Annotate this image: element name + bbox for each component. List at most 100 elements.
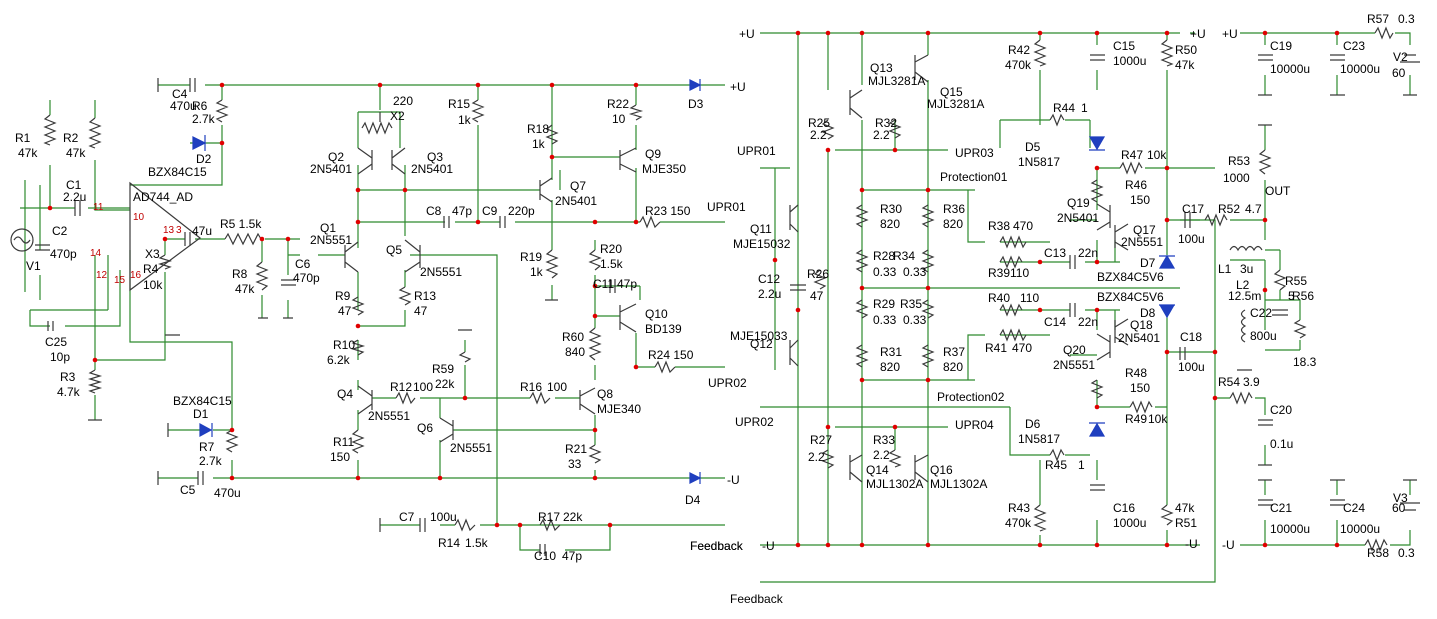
junction-dot: [1094, 165, 1100, 171]
label-r38v: 470: [1013, 219, 1033, 233]
junction-dot: [892, 147, 898, 153]
label-c16: C16: [1113, 501, 1135, 515]
label-c7v: 100u: [430, 510, 457, 524]
label-r49: R49: [1125, 412, 1147, 426]
label-q20: Q20: [1063, 343, 1086, 357]
label-r37: R37: [943, 345, 965, 359]
label-r39: R39: [988, 266, 1010, 280]
label-r31v: 820: [880, 360, 900, 374]
junction-dot: [607, 522, 613, 528]
label-r54: R54: [1218, 375, 1240, 389]
label-r38: R38: [988, 219, 1010, 233]
label-r45: R45: [1045, 458, 1067, 472]
label-q16: Q16: [930, 463, 953, 477]
junction-dots: [47, 30, 1340, 548]
label-r53: R53: [1228, 154, 1250, 168]
label-q12: Q12: [750, 337, 773, 351]
junction-dot: [1094, 404, 1100, 410]
label-r50: R50: [1175, 43, 1197, 57]
label-upr03: UPR03: [955, 146, 994, 160]
junction-dot: [1094, 542, 1100, 548]
label-fb1: Feedback: [690, 539, 744, 553]
junction-dot: [1037, 542, 1043, 548]
label-c15: C15: [1113, 39, 1135, 53]
label-q6: Q6: [417, 421, 433, 435]
label-r12: R12: [390, 380, 412, 394]
junction-dot: [355, 475, 361, 481]
label-r11: R11: [333, 435, 354, 449]
label-c13v: 22n: [1078, 246, 1098, 260]
junction-dot: [1262, 30, 1268, 36]
label-l2: L2: [1236, 278, 1250, 292]
label-c23v: 10000u: [1340, 62, 1380, 76]
label-r58v: 0.3: [1398, 546, 1415, 560]
label-r27v: 2.2: [808, 450, 825, 464]
junction-dot: [517, 522, 523, 528]
label-c4v: 470u: [170, 99, 197, 113]
junction-dot: [1164, 30, 1170, 36]
label-r51: R51: [1175, 516, 1197, 530]
label-mu3: -U: [1185, 537, 1198, 551]
label-r11v: 150: [330, 450, 350, 464]
diode-d3-icon: [689, 79, 702, 91]
junction-dot: [1262, 542, 1268, 548]
label-r7v: 2.7k: [199, 454, 223, 468]
label-r16: R16: [520, 380, 542, 394]
label-pu4: +U: [1222, 27, 1238, 41]
label-r37v: 820: [943, 360, 963, 374]
junction-dot: [633, 219, 639, 225]
label-r48v: 150: [1130, 381, 1150, 395]
junction-dot: [549, 82, 555, 88]
label-d2: D2: [196, 152, 212, 166]
label-r3v: 4.7k: [57, 385, 81, 399]
label-q15v: MJL3281A: [927, 97, 984, 111]
junction-dot: [859, 187, 865, 193]
junction-dot: [925, 377, 931, 383]
label-r8v: 47k: [235, 282, 255, 296]
label-r18: R18: [527, 122, 549, 136]
label-r42v: 470k: [1005, 58, 1032, 72]
label-r60v: 840: [565, 345, 585, 359]
junction-dot: [925, 542, 931, 548]
label-c12: C12: [758, 272, 780, 286]
junction-dot: [285, 236, 291, 242]
label-c25: C25: [45, 335, 67, 349]
label-q11: Q11: [750, 222, 772, 236]
label-r31: R31: [880, 345, 902, 359]
label-d6v: 1N5817: [1018, 432, 1060, 446]
label-r33: R33: [873, 433, 895, 447]
label-c22: C22: [1250, 306, 1272, 320]
label-r17: R17: [538, 510, 560, 524]
junction-dot: [1094, 307, 1100, 313]
label-c1v: 2.2u: [63, 190, 86, 204]
label-c22v: 800u: [1250, 329, 1277, 343]
junction-dot: [859, 542, 865, 548]
junction-dot: [219, 140, 225, 146]
label-q16v: MJL1302A: [930, 477, 987, 491]
label-d7v: BZX84C5V6: [1097, 270, 1164, 284]
junction-dot: [925, 187, 931, 193]
junction-dot: [795, 542, 801, 548]
label-c13: C13: [1044, 246, 1066, 260]
label-r7: R7: [199, 440, 215, 454]
junction-dot: [859, 285, 865, 291]
label-r49v: 10k: [1148, 412, 1168, 426]
label-r32: R32: [875, 116, 897, 130]
label-r13v: 47: [414, 304, 428, 318]
junction-dot: [633, 364, 639, 370]
diode-d2-icon: [192, 135, 207, 151]
label-r29: R29: [873, 297, 895, 311]
label-r25v: 2.2: [810, 128, 827, 142]
label-c17v: 100u: [1178, 232, 1205, 246]
label-c24v: 10000u: [1340, 522, 1380, 536]
label-q4: Q4: [337, 387, 353, 401]
junction-dot: [1334, 542, 1340, 548]
label-c18: C18: [1180, 330, 1202, 344]
label-q10: Q10: [645, 307, 668, 321]
label-d1v: BZX84C15: [173, 394, 232, 408]
label-q12v: MJE15033: [730, 329, 788, 343]
label-l1v: 3u: [1240, 262, 1253, 276]
label-c5v: 470u: [214, 486, 241, 500]
label-r57: R57: [1367, 12, 1389, 26]
